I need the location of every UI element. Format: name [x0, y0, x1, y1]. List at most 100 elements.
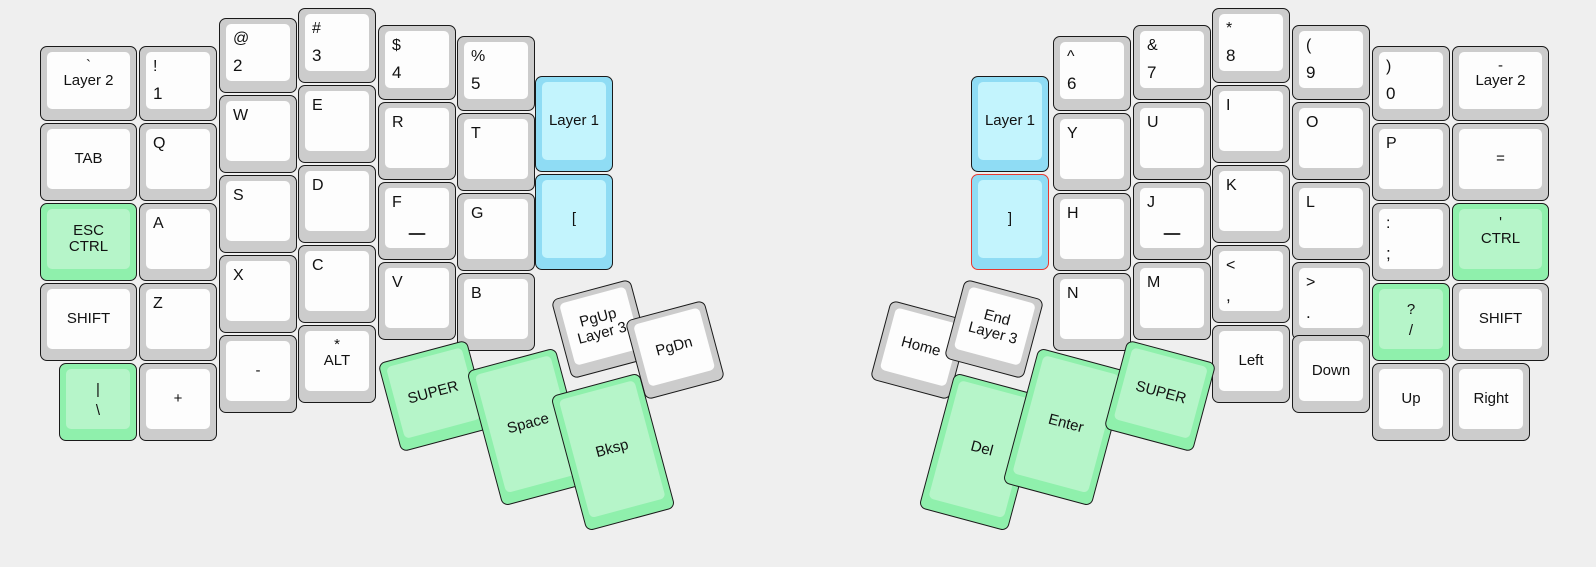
key-w[interactable]: W: [219, 95, 297, 173]
homing-bar-icon: [408, 233, 426, 235]
legend-main: SHIFT: [1478, 309, 1523, 327]
keycap-surface: >.: [1299, 268, 1363, 328]
legend-primary: ^: [1067, 48, 1075, 65]
keycap-surface: =: [1459, 129, 1542, 189]
key-b[interactable]: B: [457, 273, 535, 351]
legend-primary: T: [471, 125, 481, 142]
key-period[interactable]: >.: [1292, 262, 1370, 340]
key-f[interactable]: F: [378, 182, 456, 260]
key-d[interactable]: D: [298, 165, 376, 243]
legend-primary: B: [471, 285, 482, 302]
legend-main: Layer 2: [63, 71, 114, 89]
key-n[interactable]: N: [1053, 273, 1131, 351]
legend-primary: $: [392, 37, 401, 54]
key-plus[interactable]: +: [139, 363, 217, 441]
keycap-surface: *ALT: [305, 331, 369, 391]
key-2[interactable]: @2: [219, 18, 297, 93]
legend-primary: U: [1147, 114, 1159, 131]
key-r[interactable]: R: [378, 102, 456, 180]
keycap-surface: %5: [464, 42, 528, 99]
key-alt[interactable]: *ALT: [298, 325, 376, 403]
key-semicolon[interactable]: :;: [1372, 203, 1450, 281]
keycap-surface: E: [305, 91, 369, 151]
keycap-surface: !1: [146, 52, 210, 109]
key-y[interactable]: Y: [1053, 113, 1131, 191]
key-bracket-left[interactable]: [: [535, 174, 613, 270]
key-grave-layer2[interactable]: `Layer 2: [40, 46, 137, 121]
key-0[interactable]: )0: [1372, 46, 1450, 121]
key-5[interactable]: %5: [457, 36, 535, 111]
key-k[interactable]: K: [1212, 165, 1290, 243]
legend-main: ALT: [323, 351, 351, 369]
legend-main: Enter: [1046, 410, 1086, 437]
key-q[interactable]: Q: [139, 123, 217, 201]
key-right[interactable]: Right: [1452, 363, 1530, 441]
legend-primary: I: [1226, 97, 1231, 114]
key-a[interactable]: A: [139, 203, 217, 281]
keycap-surface: <,: [1219, 251, 1283, 311]
key-s[interactable]: S: [219, 175, 297, 253]
key-shift[interactable]: SHIFT: [40, 283, 137, 361]
legend-main: PgDn: [653, 333, 695, 360]
key-pipe-backslash[interactable]: |\: [59, 363, 137, 441]
keycap-surface: )0: [1379, 52, 1443, 109]
key-v[interactable]: V: [378, 262, 456, 340]
key-4[interactable]: $4: [378, 25, 456, 100]
key-e[interactable]: E: [298, 85, 376, 163]
key-equals[interactable]: =: [1452, 123, 1549, 201]
legend-secondary: 6: [1067, 73, 1077, 93]
key-o[interactable]: O: [1292, 102, 1370, 180]
key-minus-layer2[interactable]: -Layer 2: [1452, 46, 1549, 121]
key-down[interactable]: Down: [1292, 335, 1370, 413]
key-layer1-right[interactable]: Layer 1: [971, 76, 1049, 172]
key-7[interactable]: &7: [1133, 25, 1211, 100]
key-6[interactable]: ^6: [1053, 36, 1131, 111]
key-3[interactable]: #3: [298, 8, 376, 83]
legend-primary: !: [153, 58, 158, 75]
keycap-surface: Z: [146, 289, 210, 349]
key-l[interactable]: L: [1292, 182, 1370, 260]
keycap-surface: V: [385, 268, 449, 328]
keycap-surface: Left: [1219, 331, 1283, 391]
key-t[interactable]: T: [457, 113, 535, 191]
key-tab[interactable]: TAB: [40, 123, 137, 201]
legend-main: ]: [1007, 209, 1013, 227]
key-esc-ctrl[interactable]: ESC CTRL: [40, 203, 137, 281]
keycap-surface: W: [226, 101, 290, 161]
key-z[interactable]: Z: [139, 283, 217, 361]
keycap-surface: ^6: [1060, 42, 1124, 99]
legend-primary: Q: [153, 135, 166, 152]
key-m[interactable]: M: [1133, 262, 1211, 340]
keycap-surface: F: [385, 188, 449, 248]
key-layer1[interactable]: Layer 1: [535, 76, 613, 172]
key-1[interactable]: !1: [139, 46, 217, 121]
key-j[interactable]: J: [1133, 182, 1211, 260]
key-g[interactable]: G: [457, 193, 535, 271]
legend-main: Layer 2: [1475, 71, 1526, 89]
key-h[interactable]: H: [1053, 193, 1131, 271]
key-end-layer3[interactable]: End Layer 3: [943, 278, 1045, 380]
key-x[interactable]: X: [219, 255, 297, 333]
key-left[interactable]: Left: [1212, 325, 1290, 403]
legend-secondary: 1: [153, 83, 163, 103]
legend-primary: S: [233, 187, 244, 204]
key-up[interactable]: Up: [1372, 363, 1450, 441]
key-quote-ctrl[interactable]: 'CTRL: [1452, 203, 1549, 281]
key-super-right[interactable]: SUPER: [1103, 339, 1217, 453]
keycap-surface: ?/: [1379, 289, 1443, 349]
key-8[interactable]: *8: [1212, 8, 1290, 83]
key-p[interactable]: P: [1372, 123, 1450, 201]
key-comma[interactable]: <,: [1212, 245, 1290, 323]
keycap-surface: Enter: [1012, 355, 1120, 494]
key-u[interactable]: U: [1133, 102, 1211, 180]
legend-main: CTRL: [1480, 229, 1521, 247]
key-i[interactable]: I: [1212, 85, 1290, 163]
key-minus[interactable]: -: [219, 335, 297, 413]
key-slash[interactable]: ?/: [1372, 283, 1450, 361]
key-bracket-right[interactable]: ]: [971, 174, 1049, 270]
legend-shifted: |: [96, 381, 100, 399]
key-c[interactable]: C: [298, 245, 376, 323]
key-shift-right[interactable]: SHIFT: [1452, 283, 1549, 361]
key-9[interactable]: (9: [1292, 25, 1370, 100]
